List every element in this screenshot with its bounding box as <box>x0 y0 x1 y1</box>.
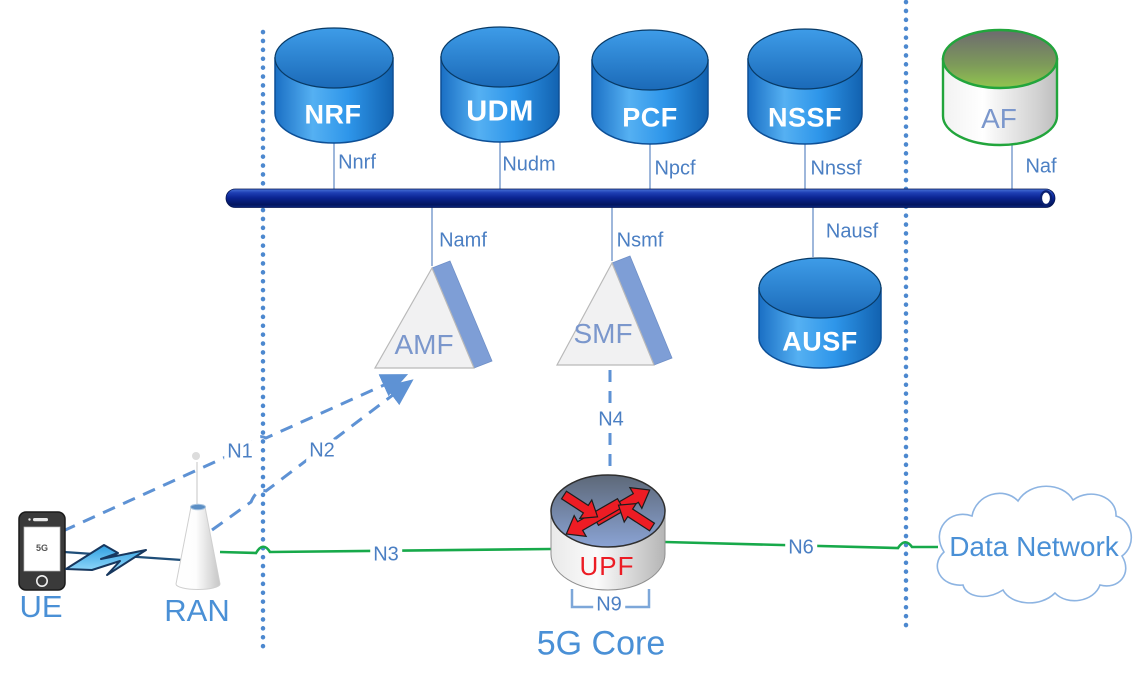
n9-reference-label: N9 <box>593 593 625 617</box>
ausf-cylinder-icon <box>758 257 882 369</box>
upf-label: UPF <box>579 551 635 582</box>
n6-link-line <box>664 540 938 550</box>
npcf-interface-label: Npcf <box>654 157 696 180</box>
n3-reference-label: N3 <box>370 543 402 567</box>
af-label: AF <box>981 102 1017 134</box>
bus-end-cap <box>1039 190 1053 207</box>
ue-label: UE <box>19 589 63 625</box>
pcf-cylinder-icon <box>591 29 709 145</box>
nssf-cylinder-icon <box>747 28 863 145</box>
smf-label: SMF <box>573 317 633 349</box>
amf-triangle-icon <box>373 260 493 369</box>
n3-link-line <box>219 545 552 555</box>
router-arrows-icon <box>560 486 656 538</box>
pcf-label: PCF <box>622 102 678 133</box>
nausf-interface-label: Nausf <box>825 220 879 243</box>
n6-reference-label: N6 <box>785 536 817 560</box>
udm-label: UDM <box>466 95 534 128</box>
af-cylinder-icon <box>941 28 1059 147</box>
data-network-cloud-icon <box>936 485 1132 604</box>
nssf-label: NSSF <box>767 102 843 133</box>
ran-antenna-icon <box>175 452 221 590</box>
service-bus-bar <box>225 188 1056 208</box>
data-network-label: Data Network <box>949 530 1119 562</box>
home-button-icon <box>35 574 48 587</box>
nnssf-interface-label: Nnssf <box>810 157 862 180</box>
ue-phone-icon <box>18 511 66 591</box>
smf-triangle-icon <box>555 255 673 366</box>
ran-label: RAN <box>164 593 230 629</box>
n2-link-dashed-line <box>211 379 414 532</box>
nudm-interface-label: Nudm <box>502 153 556 176</box>
antenna-tip-dot <box>192 452 200 460</box>
ue-screen-text: 5G <box>35 542 49 553</box>
naf-interface-label: Naf <box>1025 155 1057 178</box>
n4-reference-label: N4 <box>595 408 627 432</box>
sbi-connector-lines <box>333 142 1013 266</box>
ausf-label: AUSF <box>782 326 858 357</box>
n2-reference-label: N2 <box>306 439 338 463</box>
udm-cylinder-icon <box>440 26 560 143</box>
n1-reference-label: N1 <box>224 440 256 464</box>
diagram-title: 5G Core <box>536 624 666 663</box>
lightning-bolt-icon <box>65 544 147 576</box>
upf-router-icon <box>550 474 666 591</box>
nrf-label: NRF <box>304 99 362 130</box>
nsmf-interface-label: Nsmf <box>616 229 664 252</box>
amf-label: AMF <box>394 328 454 360</box>
nnrf-interface-label: Nnrf <box>338 151 376 174</box>
nrf-cylinder-icon <box>274 27 394 144</box>
namf-interface-label: Namf <box>439 229 487 252</box>
